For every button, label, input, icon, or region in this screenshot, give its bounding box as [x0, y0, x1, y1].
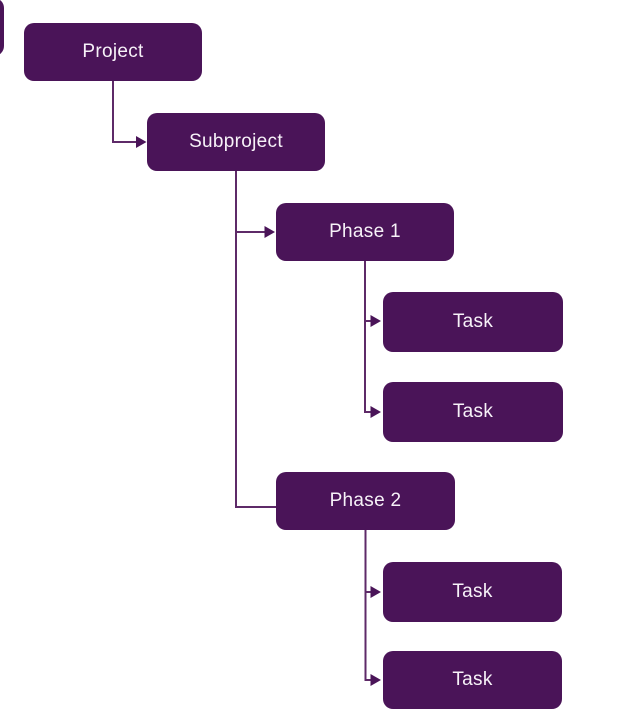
connector-phase2-task4: [364, 530, 371, 681]
connector-phase1-task2: [364, 261, 371, 413]
node-label: Subproject: [189, 131, 283, 152]
node-label: Phase 2: [329, 490, 402, 511]
arrowhead-task1-icon: [370, 315, 381, 327]
arrowhead-subproject-icon: [136, 136, 147, 148]
node-label: Task: [452, 401, 494, 422]
node-task-2: Task: [383, 382, 563, 442]
node-task-3: Task: [383, 562, 562, 622]
arrowhead-task2-icon: [370, 406, 381, 418]
arrowhead-task3-icon: [370, 586, 381, 598]
node-subproject: Subproject: [147, 113, 325, 171]
node-label: Task: [452, 581, 493, 602]
node-label: Phase 1: [329, 221, 401, 242]
node-label: Task: [452, 669, 493, 690]
node-label: Project: [82, 41, 144, 62]
connector-project-subproject: [112, 81, 136, 143]
node-phase-2: Phase 2: [276, 472, 455, 530]
connector-subproject-phase1: [235, 171, 265, 233]
arrowhead-phase1-icon: [264, 226, 275, 238]
node-task-4: Task: [383, 651, 562, 709]
node-phase-1: Phase 1: [276, 203, 454, 261]
node-clipped-left: [0, 0, 4, 56]
connector-subproject-phase2: [235, 171, 276, 508]
node-label: Task: [452, 311, 494, 332]
node-project: Project: [24, 23, 202, 81]
arrowhead-task4-icon: [370, 674, 381, 686]
node-task-1: Task: [383, 292, 563, 352]
